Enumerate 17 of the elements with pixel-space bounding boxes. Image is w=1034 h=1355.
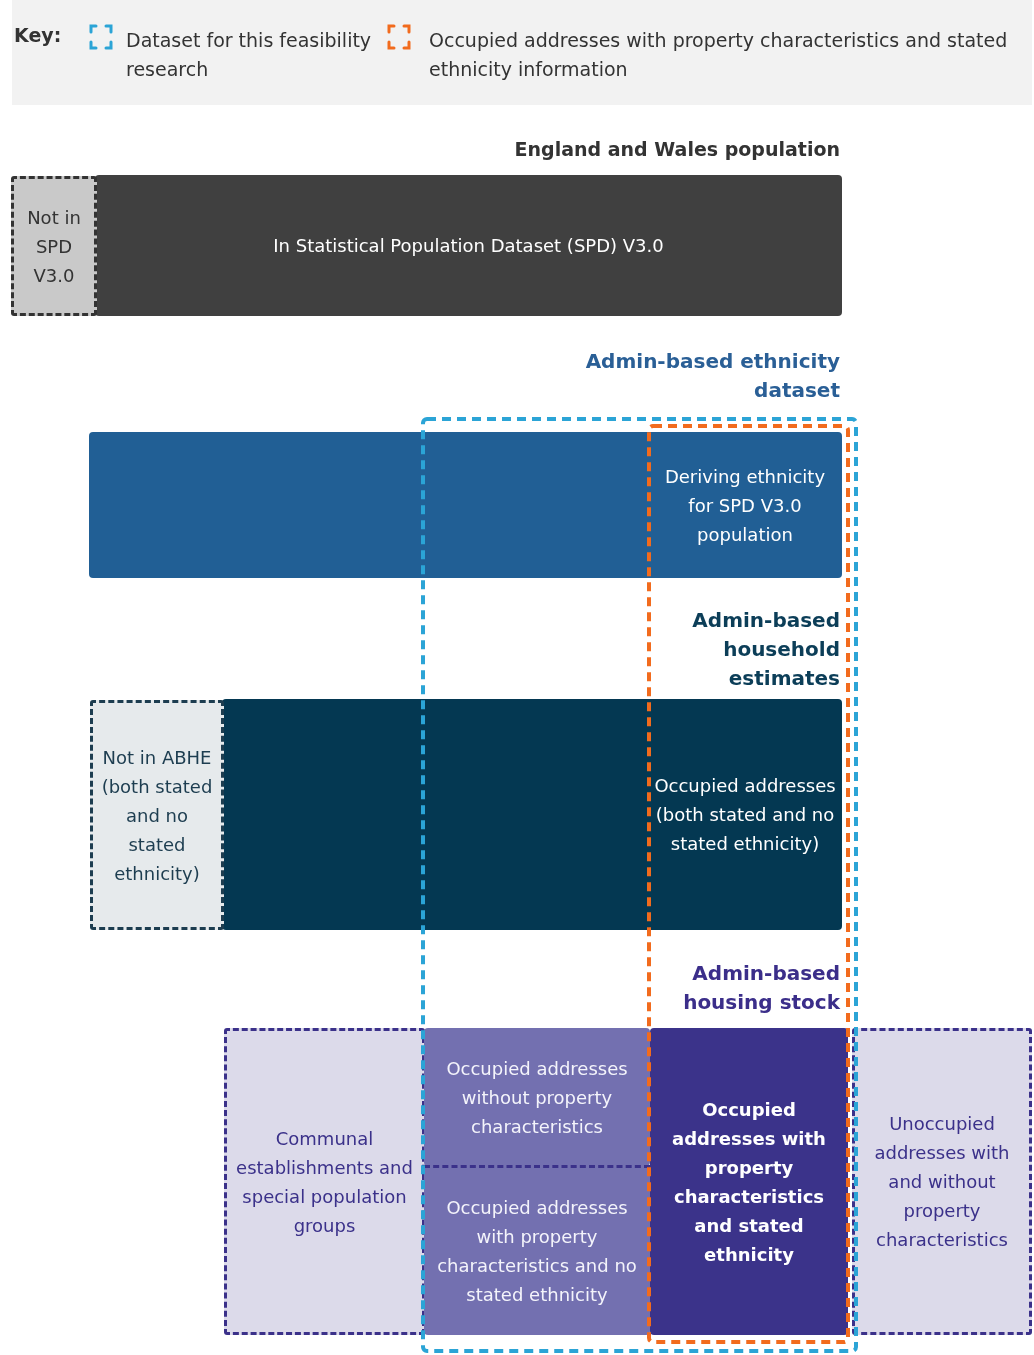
excluded-box: Not in ABHE (both stated and no stated ethnicity) [90,700,224,930]
category-box: Occupied addresses without property characteristics [424,1028,650,1166]
category-box: Occupied addresses with property characteristics and no stated ethnicity [424,1166,650,1335]
legend-text: Dataset for this feasibility research [126,28,373,82]
highlight-box: Occupied addresses with property characteristics and stated ethnicity [650,1028,848,1335]
population-bar: In Statistical Population Dataset (SPD) V3.0 [95,175,842,316]
excluded-box: Not in SPD V3.0 [11,176,97,316]
legend-text: Occupied addresses with property characteristics and stated ethnicity information [429,28,1009,82]
group-box: Communal establishments and special population groups [224,1028,425,1335]
key-label: Key: [14,24,62,46]
group-box: Unoccupied addresses with and without property characteristics [852,1028,1032,1335]
section-heading: Admin-based household estimates [691,607,840,692]
estimates-bar: Occupied addresses (both stated and no stated ethnicity) [222,699,842,930]
section-heading: Admin-based ethnicity dataset [584,348,840,404]
section-heading: England and Wales population [513,137,840,162]
dataset-bar: Deriving ethnicity for SPD V3.0 population [89,432,842,578]
section-heading: Admin-based housing stock [682,960,840,1016]
